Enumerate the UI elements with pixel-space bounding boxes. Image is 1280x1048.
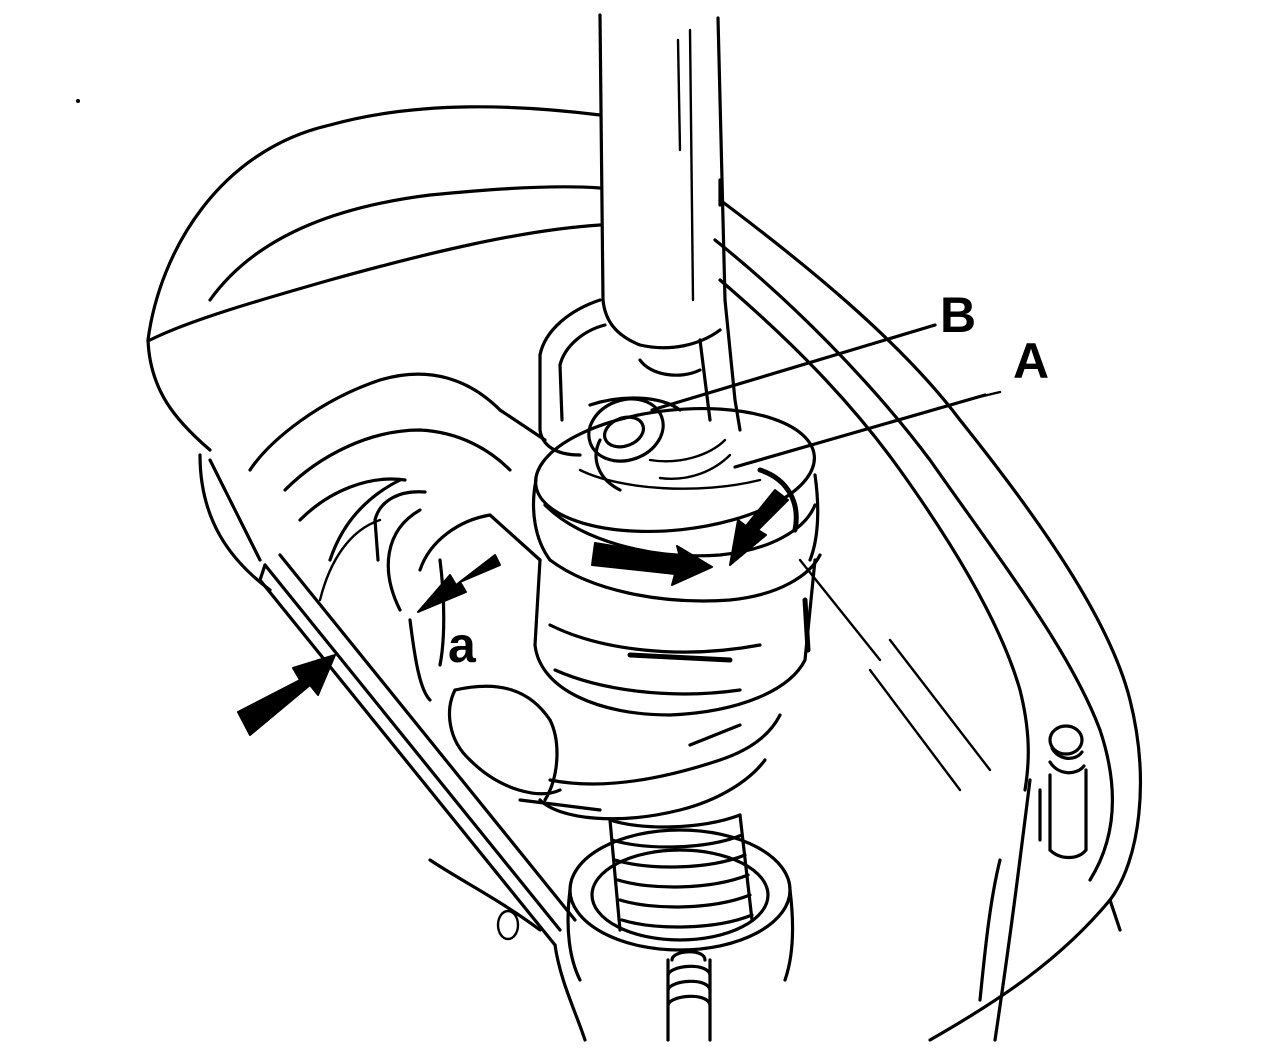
shift-rod <box>598 13 727 350</box>
arrows <box>237 489 789 736</box>
lever-socket <box>538 298 742 480</box>
console-housing <box>146 105 1142 1042</box>
leader-line-a <box>733 393 987 469</box>
arrow-icon <box>729 489 789 566</box>
arrow-icon <box>237 654 336 736</box>
shift-collar <box>531 406 822 717</box>
label-b: B <box>940 287 976 343</box>
stray-dot <box>76 99 80 103</box>
leader-line-a-dash <box>973 390 1002 400</box>
arrow-icon <box>417 554 501 613</box>
right-bolt <box>1038 724 1088 860</box>
guide-rail <box>208 372 587 1042</box>
arrow-icon <box>591 542 713 586</box>
lower-bolt <box>666 950 712 1042</box>
leader-lines <box>650 323 1002 469</box>
label-a-lower: a <box>448 617 477 673</box>
label-a-upper: A <box>1013 333 1049 389</box>
lower-linkage <box>373 490 782 821</box>
pivot-pin <box>587 397 665 463</box>
leader-line-b <box>650 323 937 412</box>
shaft-spring <box>566 813 795 982</box>
screw-hole <box>496 909 520 941</box>
